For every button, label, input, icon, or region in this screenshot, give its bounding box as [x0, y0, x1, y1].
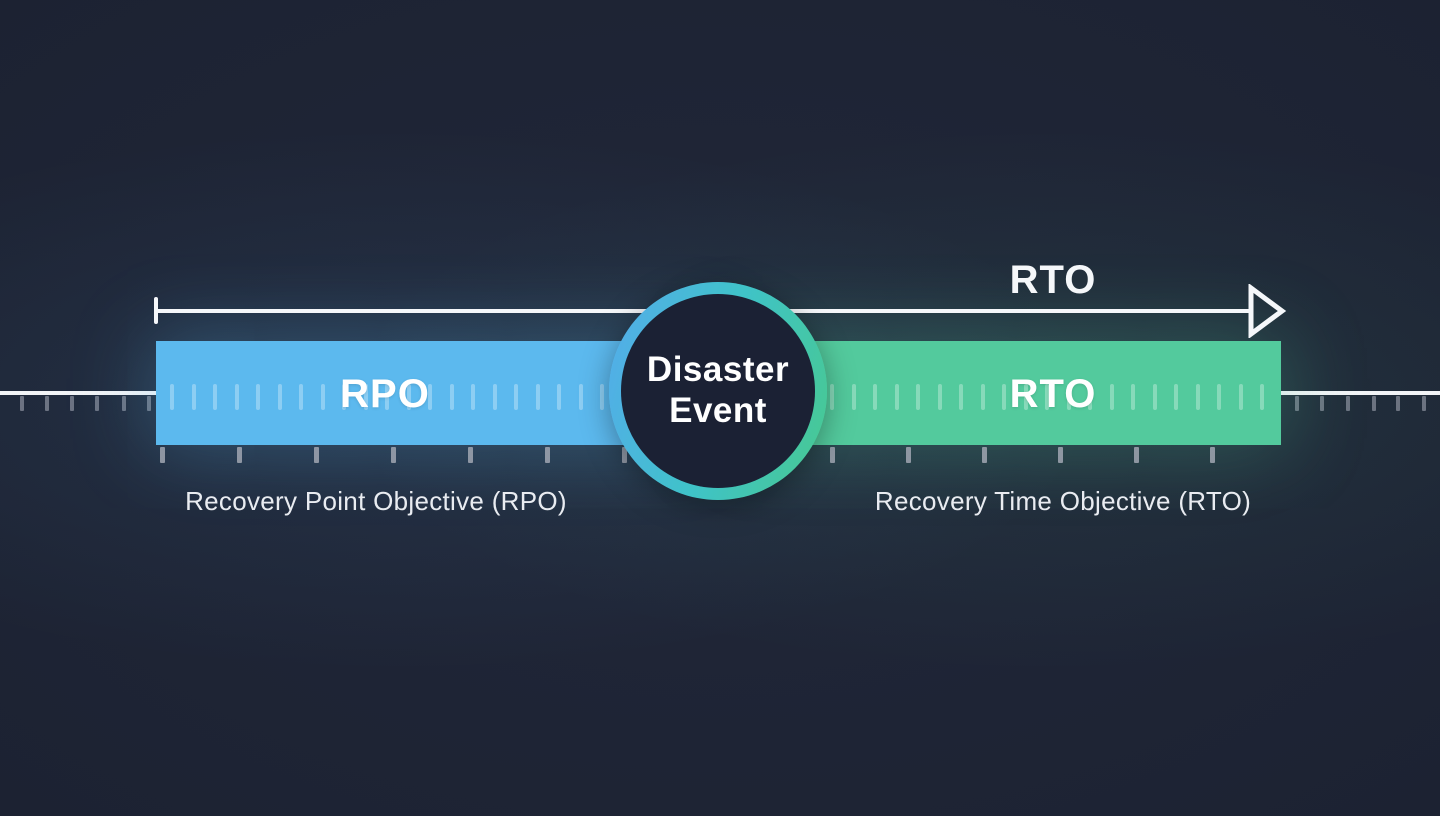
rto-bar-tick — [1023, 384, 1028, 410]
rto-bar-tick — [1152, 384, 1157, 410]
rto-bar-tick — [1174, 384, 1178, 410]
ruler-tick — [622, 447, 627, 463]
disaster-event-text-line2: Event — [669, 391, 767, 430]
rpo-bar-tick — [363, 384, 368, 410]
timeline-tick — [95, 396, 99, 411]
rpo-bar-tick — [234, 384, 239, 410]
rto-bar-tick — [873, 384, 877, 410]
rto-bar-tick — [1088, 384, 1092, 410]
rpo-bar-tick — [471, 384, 475, 410]
rpo-bar-tick — [299, 384, 303, 410]
rpo-bar-tick — [514, 384, 518, 410]
timeline-tick — [45, 396, 49, 411]
rpo-bar-tick — [213, 384, 217, 410]
rpo-bar-tick — [535, 384, 540, 410]
rto-bar-tick — [916, 384, 920, 410]
ruler-tick — [468, 447, 473, 463]
timeline-tick — [1372, 396, 1376, 411]
rto-bar-tick — [1195, 384, 1200, 410]
ruler-tick — [1058, 447, 1063, 463]
ruler-tick — [830, 447, 835, 463]
ruler-tick — [314, 447, 319, 463]
timeline-tick — [1396, 396, 1400, 411]
rto-bar-tick — [851, 384, 856, 410]
rto-bar-tick — [937, 384, 942, 410]
rpo-bar-tick — [492, 384, 497, 410]
timeline-tick — [1346, 396, 1350, 411]
rto-bar-tick — [1109, 384, 1114, 410]
rto-bar-tick — [1066, 384, 1071, 410]
rto-bar-tick — [1002, 384, 1006, 410]
timeline-tick — [122, 396, 126, 411]
rpo-bar-tick — [428, 384, 432, 410]
ruler-tick — [391, 447, 396, 463]
ruler-tick — [982, 447, 987, 463]
ruler-tick — [160, 447, 165, 463]
rpo-bar-tick — [449, 384, 454, 410]
ruler-tick — [906, 447, 911, 463]
rpo-bar-tick — [557, 384, 561, 410]
rpo-bar-tick — [578, 384, 583, 410]
rpo-bar-tick — [277, 384, 282, 410]
rto-bar-tick — [1045, 384, 1049, 410]
rto-bar-tick — [959, 384, 963, 410]
timeline-tick — [1422, 396, 1426, 411]
rpo-bar-tick — [256, 384, 260, 410]
rpo-bar-tick — [600, 384, 604, 410]
ruler-tick — [237, 447, 242, 463]
ruler-tick — [1210, 447, 1215, 463]
rpo-bar-tick — [170, 384, 174, 410]
rto-bar-tick — [980, 384, 985, 410]
timeline-tick — [1295, 396, 1299, 411]
ruler-tick — [545, 447, 550, 463]
timeline-line-right — [1281, 391, 1440, 395]
disaster-event-circle: Disaster Event — [621, 294, 815, 488]
disaster-event-text-line1: Disaster — [646, 350, 790, 390]
timeline-tick — [70, 396, 74, 411]
rpo-caption: Recovery Point Objective (RPO) — [185, 486, 567, 516]
rto-bar-tick — [830, 384, 834, 410]
rto-caption: Recovery Time Objective (RTO) — [874, 486, 1252, 516]
rpo-bar-tick — [385, 384, 389, 410]
rto-bar-tick — [894, 384, 899, 410]
rpo-bar-tick — [406, 384, 411, 410]
rpo-bar-tick — [320, 384, 325, 410]
rpo-bar-tick — [342, 384, 346, 410]
timeline-tick — [147, 396, 151, 411]
ruler-tick — [1134, 447, 1139, 463]
timeline-line-left — [0, 391, 157, 395]
rto-bar-tick — [1260, 384, 1264, 410]
rto-bar-tick — [1131, 384, 1135, 410]
timeline-tick — [20, 396, 24, 411]
rto-arrow-label: RTO — [1009, 258, 1097, 302]
rpo-bar-tick — [191, 384, 196, 410]
rto-bar-tick — [1217, 384, 1221, 410]
timeline-tick — [1320, 396, 1324, 411]
rpo-bar-label: RPO — [340, 372, 430, 416]
rto-bar-label: RTO — [1009, 372, 1097, 416]
arrow-head-icon — [1248, 284, 1287, 338]
rto-bar-tick — [1238, 384, 1243, 410]
